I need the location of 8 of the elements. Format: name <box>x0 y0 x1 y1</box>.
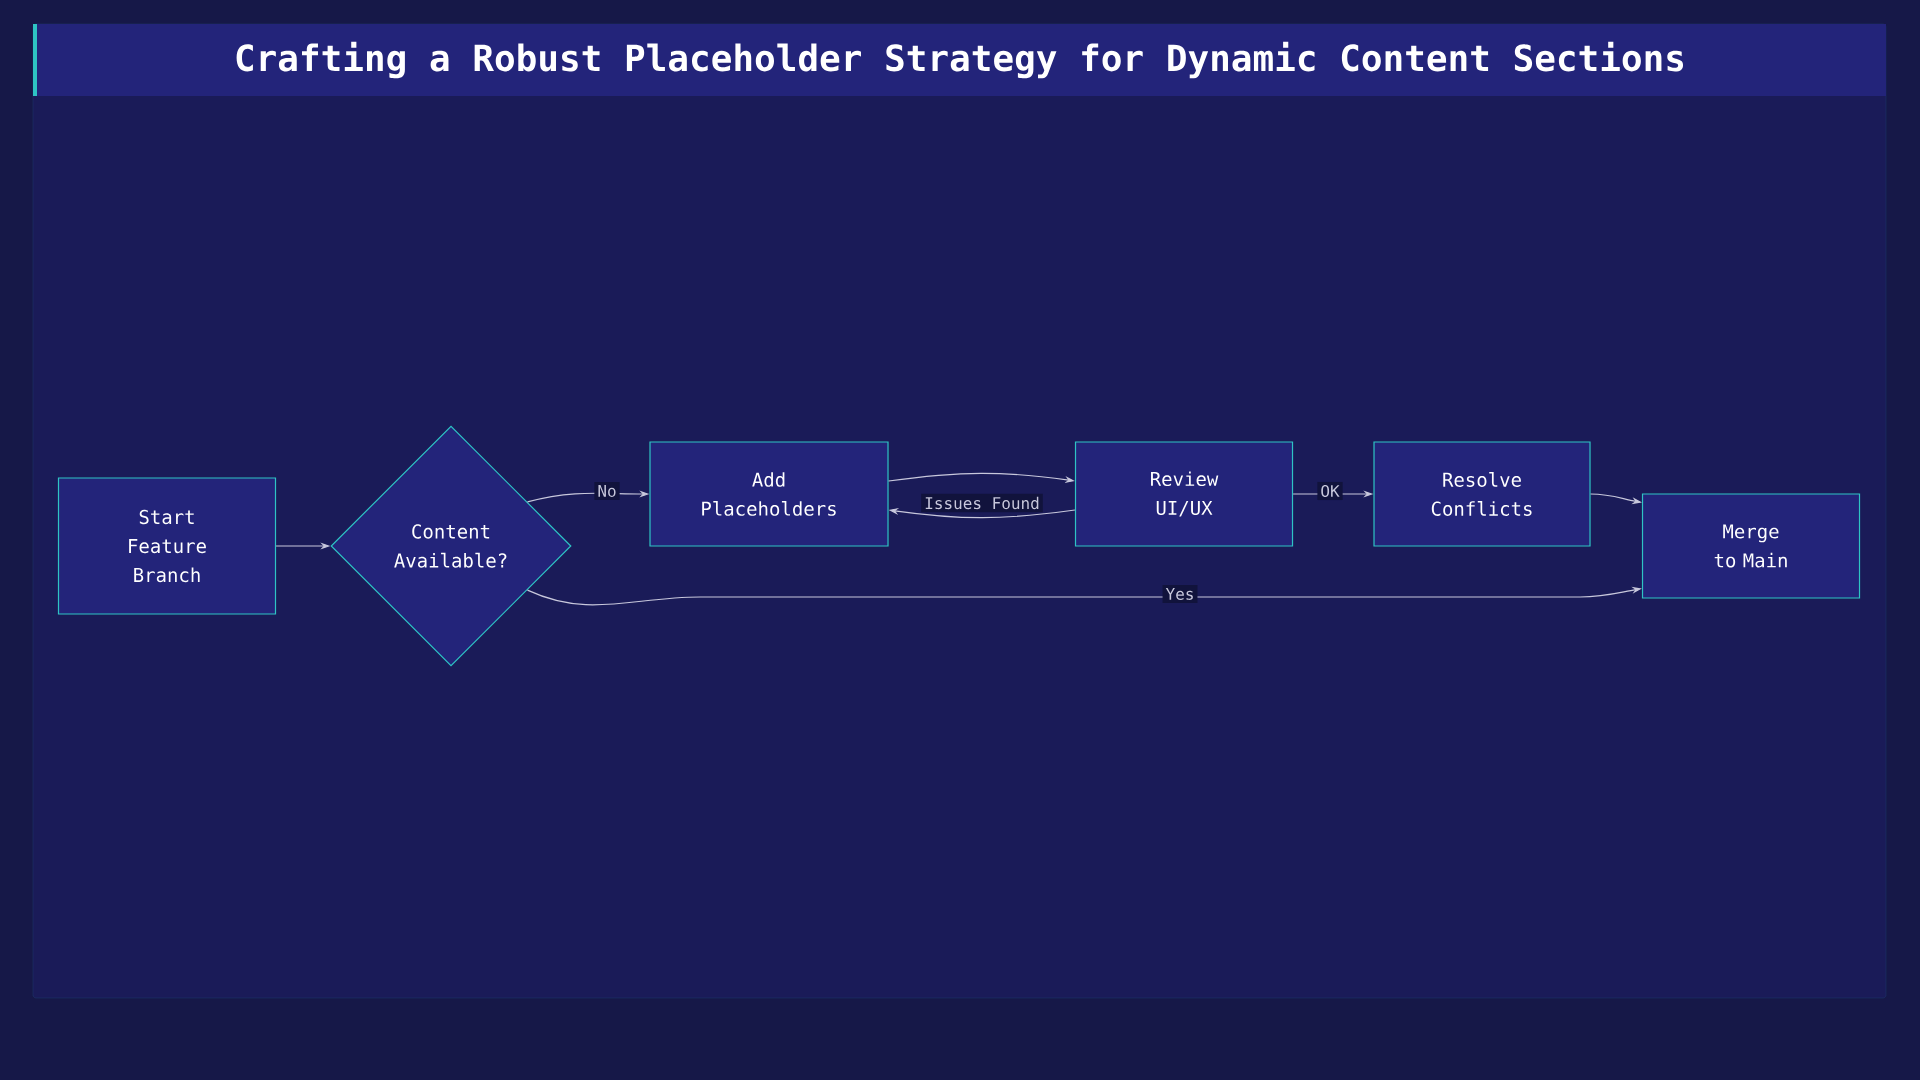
process-box: Review UI/UX <box>1074 441 1294 547</box>
process-box: Resolve Conflicts <box>1373 441 1591 547</box>
process-box: Start Feature Branch <box>57 477 277 615</box>
title-bar: Crafting a Robust Placeholder Strategy for Dynamic Content Sections <box>33 24 1886 96</box>
process-box: Merge to Main <box>1641 493 1861 599</box>
process-box: Add Placeholders <box>649 441 889 547</box>
edge-label: No <box>594 482 620 500</box>
edge-label: Yes <box>1162 585 1198 603</box>
